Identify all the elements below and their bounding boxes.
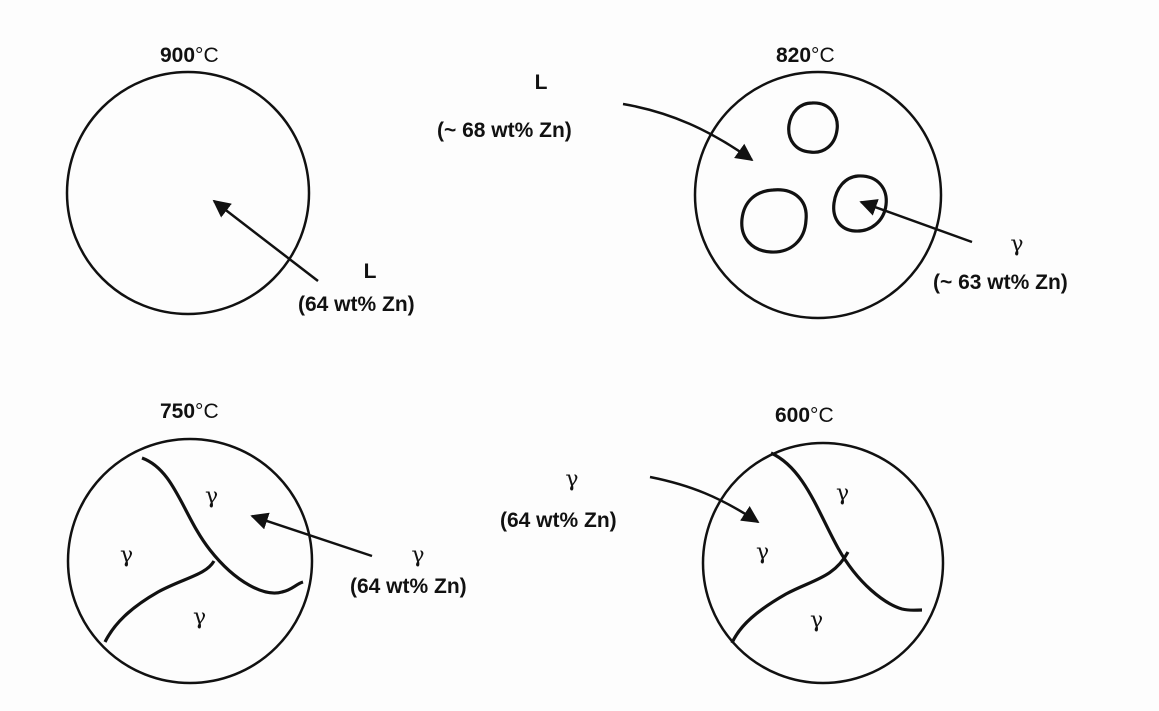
grain-label-750-bottom: γ (193, 605, 207, 630)
arrow-900 (212, 199, 319, 282)
temp-unit: °C (810, 404, 834, 427)
circle-820 (693, 70, 943, 320)
grain-boundary-600-a (770, 451, 923, 612)
composition-label-750: (64 wt% Zn) (350, 575, 467, 598)
arrow-820-liquid (622, 102, 754, 162)
temp-label-900: 900°C (160, 45, 219, 66)
temp-unit: °C (195, 400, 219, 423)
temp-unit: °C (811, 44, 835, 67)
temp-label-820: 820°C (776, 45, 835, 66)
grain-label-600-top: γ (836, 481, 850, 506)
arrow-750 (250, 512, 373, 558)
grain-boundary-750-a (141, 456, 304, 595)
phase-label-gamma-820: γ (1010, 232, 1024, 257)
temp-unit: °C (195, 44, 219, 67)
composition-label-600: (64 wt% Zn) (500, 509, 617, 532)
circle-900 (65, 70, 311, 316)
grain-label-600-bottom: γ (810, 608, 824, 633)
grain-boundary-600-b (730, 551, 850, 644)
phase-label-liquid-820: L (534, 71, 548, 94)
solid-particle-right (832, 174, 888, 233)
temp-value: 820 (776, 44, 812, 67)
composition-label-900: (64 wt% Zn) (298, 293, 415, 316)
circle-600 (701, 441, 945, 685)
grain-label-750-top: γ (205, 484, 219, 509)
phase-label-gamma-750: γ (411, 543, 425, 568)
temp-value: 750 (160, 400, 196, 423)
composition-label-gamma-820: (~ 63 wt% Zn) (933, 271, 1068, 294)
grain-label-750-left: γ (120, 543, 134, 568)
grain-label-600-left: γ (756, 540, 770, 565)
temp-value: 900 (160, 44, 196, 67)
temp-value: 600 (775, 404, 811, 427)
phase-label-gamma-600: γ (565, 467, 579, 492)
temp-label-600: 600°C (775, 405, 834, 426)
phase-label-liquid-900: L (363, 260, 377, 283)
grain-boundary-750-b (103, 560, 216, 643)
solid-particle-left (740, 188, 808, 254)
arrow-600 (649, 475, 760, 524)
arrow-820-solid (859, 199, 973, 244)
circle-750 (66, 437, 314, 685)
composition-label-liquid-820: (~ 68 wt% Zn) (437, 119, 572, 142)
temp-label-750: 750°C (160, 401, 219, 422)
solid-particle-top (787, 101, 839, 154)
